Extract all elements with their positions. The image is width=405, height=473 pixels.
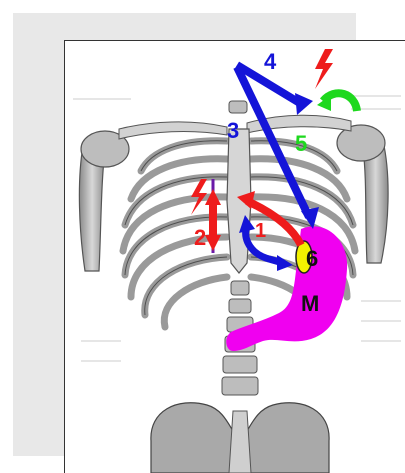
- anatomy-diagram: 4 3 5 2 1 6 M: [65, 41, 405, 473]
- left-clavicle: [119, 122, 227, 139]
- label-3: 3: [227, 118, 239, 143]
- label-m: M: [301, 291, 319, 316]
- label-5: 5: [295, 131, 307, 156]
- arrow-2-head-down: [205, 235, 221, 251]
- label-2: 2: [194, 225, 206, 250]
- label-1: 1: [255, 220, 266, 242]
- label-6: 6: [306, 246, 318, 271]
- arrow-4-head-right: [295, 93, 313, 115]
- right-shoulder-head: [337, 125, 385, 161]
- lightning-bolt-icon: [315, 49, 333, 89]
- skeleton-figure-card: 4 3 5 2 1 6 M: [64, 40, 405, 473]
- label-4: 4: [264, 49, 277, 74]
